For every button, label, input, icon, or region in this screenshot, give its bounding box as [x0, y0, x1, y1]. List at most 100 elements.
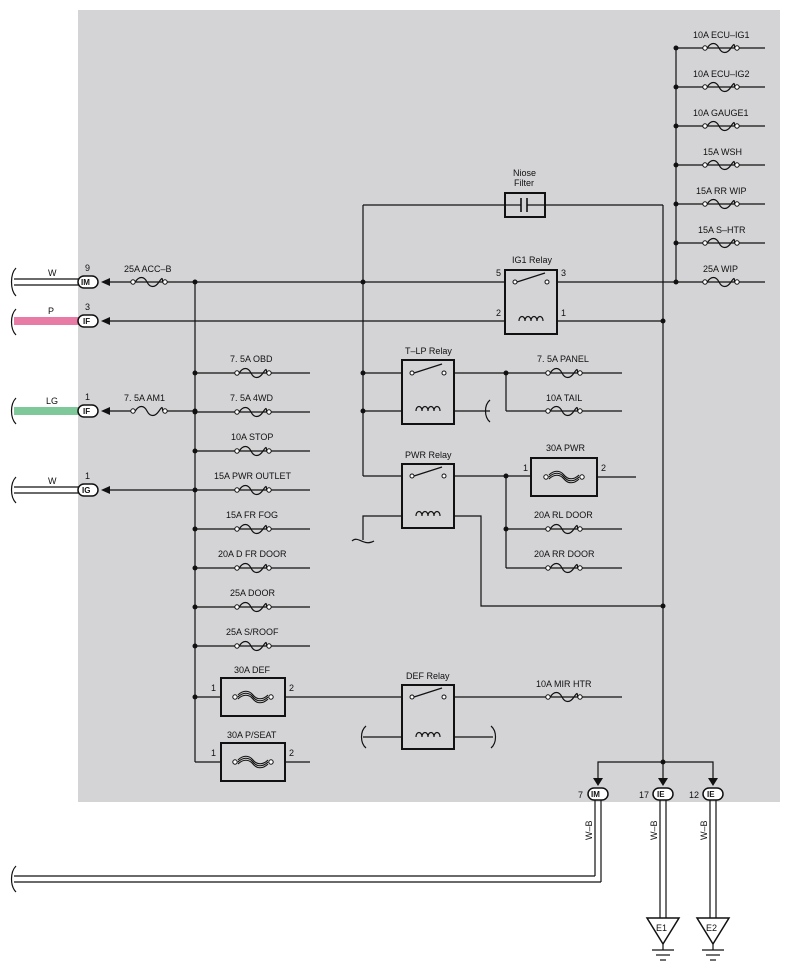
fusible-link-label: 30A PWR: [546, 443, 586, 453]
wire-color-label: W–B: [699, 820, 709, 840]
wire-color-label: W–B: [649, 820, 659, 840]
relay-label: DEF Relay: [406, 671, 450, 681]
relay-label: T–LP Relay: [405, 346, 452, 356]
junction-block-panel: [78, 10, 780, 802]
fusible-link-label: 30A P/SEAT: [227, 730, 277, 740]
left-fuse-list: 7. 5A OBD 7. 5A 4WD 10A STOP 15A PWR OUT…: [192, 354, 310, 652]
fuse-mir-htr: 10A MIR HTR: [536, 679, 592, 703]
fuse-rr-door: 20A RR DOOR: [506, 549, 622, 574]
fuse-wsh: 15A WSH: [673, 147, 765, 171]
right-fuse-list: 10A ECU–IG1 10A ECU–IG2 10A GAUGE1 15A W…: [673, 30, 765, 288]
fuse-label: 10A MIR HTR: [536, 679, 592, 689]
input-ig-w: W 1 IG: [10, 471, 110, 504]
ground-label: E1: [656, 923, 667, 933]
fuse-door: 25A DOOR: [192, 588, 310, 613]
fusible-link-def: 30A DEF 1 2: [192, 665, 402, 717]
fuse-fr-fog: 15A FR FOG: [192, 510, 310, 535]
fuse-label: 15A WSH: [703, 147, 742, 157]
fuse-label: 7. 5A OBD: [230, 354, 273, 364]
pin-number: 2: [289, 748, 294, 758]
relay-tlp: T–LP Relay: [363, 346, 506, 425]
ground-connector-ie12: IE 12: [689, 778, 724, 801]
pin-number: 2: [289, 683, 294, 693]
relay-label: IG1 Relay: [512, 255, 553, 265]
fuse-label: 20A RR DOOR: [534, 549, 595, 559]
fuse-s-htr: 15A S–HTR: [673, 225, 765, 249]
pin-number: 2: [601, 463, 606, 473]
pin-number: 17: [639, 790, 649, 800]
connector-code: IE: [657, 790, 665, 799]
fuse-ecu-ig2: 10A ECU–IG2: [673, 69, 765, 93]
fuse-label: 7. 5A PANEL: [537, 354, 589, 364]
fuse-stop: 10A STOP: [192, 432, 310, 457]
fuse-label: 15A S–HTR: [698, 225, 746, 235]
fuse-label: 7. 5A 4WD: [230, 393, 274, 403]
fuse-label: 10A TAIL: [546, 393, 582, 403]
fuse-s-roof: 25A S/ROOF: [192, 627, 310, 652]
pin-number: 9: [85, 263, 90, 273]
fuse-ecu-ig1: 10A ECU–IG1: [673, 30, 765, 54]
fuse-4wd: 7. 5A 4WD: [192, 393, 310, 418]
relay-label: PWR Relay: [405, 450, 452, 460]
fuse-rl-door: 20A RL DOOR: [506, 510, 622, 535]
connector-code: IE: [707, 790, 715, 799]
fuse-pwr-outlet: 15A PWR OUTLET: [195, 471, 310, 496]
ground-e2: E2: [695, 917, 731, 961]
pin-number: 12: [689, 790, 699, 800]
connector-code: IF: [83, 407, 90, 416]
fuse-label: 15A PWR OUTLET: [214, 471, 292, 481]
noise-filter-label-1: Niose: [513, 168, 536, 178]
fuse-label: 15A RR WIP: [696, 186, 747, 196]
relay-ig1: IG1 Relay 5 3 2 1: [496, 255, 566, 335]
fuse-label: 10A STOP: [231, 432, 273, 442]
pin-number: 1: [85, 392, 90, 402]
pin-number: 2: [496, 308, 501, 318]
fusible-link-pwr: 30A PWR 1 2: [523, 443, 636, 497]
fuse-label: 10A GAUGE1: [693, 108, 749, 118]
pin-number: 3: [561, 268, 566, 278]
fuse-label: 25A S/ROOF: [226, 627, 279, 637]
fuse-label: 25A DOOR: [230, 588, 276, 598]
ground-connector-ie17: IE 17: [639, 778, 674, 801]
fuse-gauge1: 10A GAUGE1: [673, 108, 765, 132]
fusible-link-label: 30A DEF: [234, 665, 271, 675]
pin-number: 7: [578, 790, 583, 800]
fuse-acc-b-label: 25A ACC–B: [124, 264, 172, 274]
pin-number: 3: [85, 302, 90, 312]
wire-color-label: P: [48, 306, 54, 316]
connector-code: IM: [81, 278, 90, 287]
fuse-label: 10A ECU–IG2: [693, 69, 750, 79]
fuse-panel: 7. 5A PANEL: [506, 354, 622, 379]
connector-code: IF: [83, 317, 90, 326]
wire-color-label: W–B: [584, 820, 594, 840]
ground-e1: E1: [645, 917, 681, 961]
fuse-label: 15A FR FOG: [226, 510, 278, 520]
wire-color-label: LG: [46, 396, 58, 406]
fuse-tail: 10A TAIL: [506, 393, 622, 417]
fuse-obd: 7. 5A OBD: [192, 354, 310, 379]
pin-number: 1: [211, 748, 216, 758]
connector-code: IM: [591, 790, 600, 799]
fuse-am1-label: 7. 5A AM1: [124, 393, 165, 403]
connector-code: IG: [82, 486, 90, 495]
noise-filter: Niose Filter: [504, 168, 663, 218]
input-if-p: P 3 IF: [10, 302, 110, 336]
pin-number: 5: [496, 268, 501, 278]
fuse-label: 20A D FR DOOR: [218, 549, 287, 559]
ground-label: E2: [706, 923, 717, 933]
fuse-label: 20A RL DOOR: [534, 510, 593, 520]
fuse-rr-wip: 15A RR WIP: [673, 186, 765, 210]
fuse-wip: 25A WIP: [702, 264, 740, 288]
ground-connector-im: IM 7: [578, 778, 609, 801]
pin-number: 1: [561, 308, 566, 318]
relay-pwr: PWR Relay: [351, 450, 663, 607]
input-im-w: W 9 IM: [10, 263, 110, 297]
pin-number: 1: [211, 683, 216, 693]
wire-color-label: W: [48, 268, 57, 278]
noise-filter-label-2: Filter: [514, 178, 534, 188]
pin-number: 1: [523, 463, 528, 473]
fuse-label: 10A ECU–IG1: [693, 30, 750, 40]
pin-number: 1: [85, 471, 90, 481]
fuse-d-fr-door: 20A D FR DOOR: [192, 549, 310, 574]
